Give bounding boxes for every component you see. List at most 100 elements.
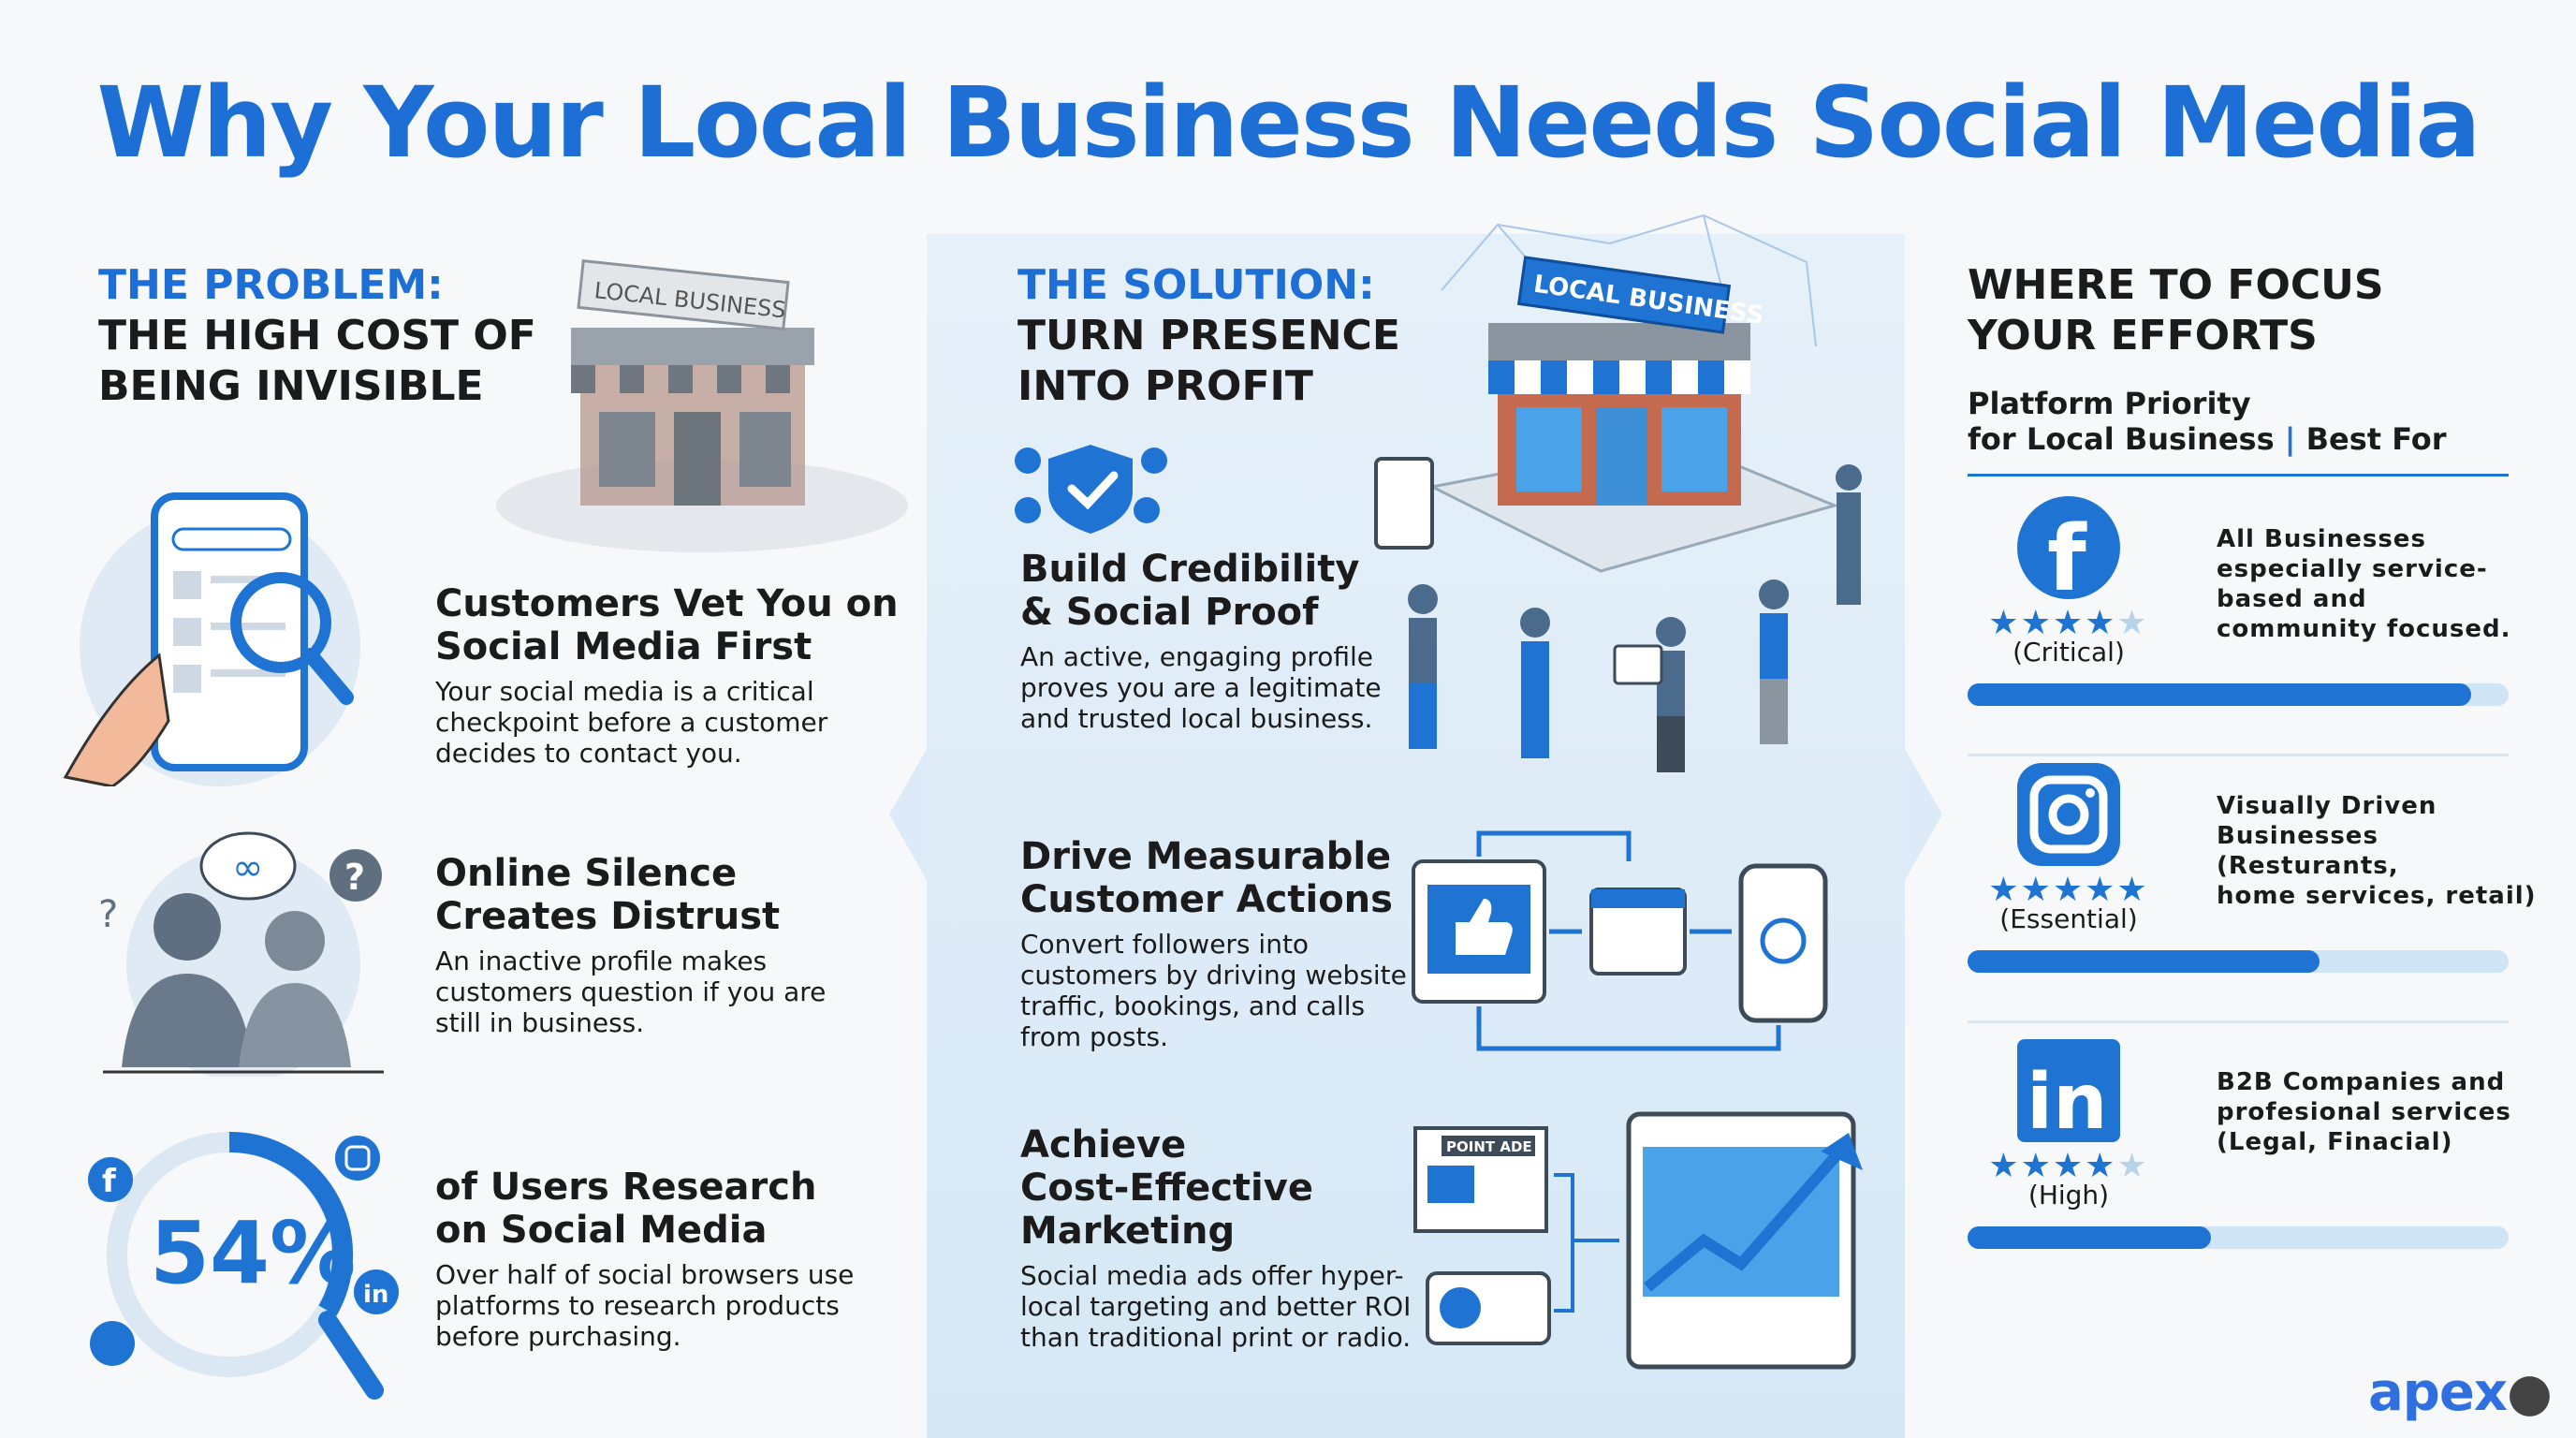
- solution-item-2: Drive Measurable Customer Actions Conver…: [1020, 835, 1407, 1052]
- facebook-icon: [88, 1157, 133, 1202]
- priority-label: (Critical): [2012, 637, 2125, 668]
- col-header: Platform Priority: [1968, 386, 2251, 421]
- linkedin-icon: in: [2017, 1039, 2120, 1142]
- best-for-line: (Resturants,: [2217, 852, 2399, 880]
- focus-header: WHERE TO FOCUS YOUR EFFORTS: [1968, 260, 2384, 361]
- header-rule: [1968, 474, 2509, 477]
- star-icon: ★: [1988, 1147, 2021, 1185]
- svg-text:in: in: [363, 1281, 388, 1309]
- best-for-line: community focused.: [2217, 615, 2511, 643]
- facebook-icon: f: [2017, 496, 2120, 599]
- logo-text: apex: [2368, 1362, 2508, 1423]
- focus-title: YOUR EFFORTS: [1968, 312, 2318, 360]
- star-icon: ★: [1988, 871, 2021, 909]
- problem-item-2: Online Silence Creates Distrust An inact…: [435, 852, 826, 1038]
- confused-people-illustration: ∞ ? ?: [98, 831, 384, 1077]
- row-divider: [1968, 754, 2509, 756]
- ad-label: POINT ADE: [1446, 1138, 1532, 1155]
- col-header: for Local Business: [1968, 421, 2275, 457]
- page-title: Why Your Local Business Needs Social Med…: [96, 66, 2481, 180]
- item-heading: Achieve: [1020, 1123, 1187, 1167]
- svg-text:∞: ∞: [232, 846, 263, 889]
- star-icon: ★: [2052, 871, 2086, 909]
- problem-title: THE HIGH COST OF: [98, 312, 536, 360]
- item-body: local targeting and better ROI: [1020, 1291, 1412, 1322]
- item-body: customers by driving website: [1020, 960, 1407, 990]
- item-body: decides to contact you.: [435, 738, 742, 769]
- star-icon: ★: [2116, 604, 2149, 642]
- apex-logo: apex●: [2368, 1362, 2553, 1423]
- svg-text:?: ?: [344, 857, 365, 898]
- stat-ring: f in: [88, 1131, 399, 1400]
- star-icon: ★: [2020, 604, 2053, 642]
- credibility-shield-icon: [1015, 445, 1167, 534]
- best-for-line: home services, retail): [2217, 882, 2537, 910]
- item-body: customers question if you are: [435, 976, 827, 1007]
- item-heading: Marketing: [1020, 1210, 1236, 1253]
- svg-text:f: f: [102, 1163, 117, 1200]
- twitter-icon: [90, 1321, 135, 1366]
- item-heading: Drive Measurable: [1020, 835, 1392, 878]
- item-body: before purchasing.: [435, 1321, 681, 1352]
- item-heading: Online Silence: [435, 852, 738, 895]
- solution-item-3: Achieve Cost-Effective Marketing Social …: [1020, 1123, 1411, 1353]
- best-for-line: based and: [2217, 585, 2367, 613]
- item-body: checkpoint before a customer: [435, 707, 828, 738]
- item-heading: Social Media First: [435, 625, 812, 668]
- priority-label: (Essential): [1999, 903, 2138, 934]
- priority-bar: [1968, 683, 2509, 706]
- col-header: Best For: [2305, 421, 2447, 457]
- item-body: still in business.: [435, 1007, 645, 1038]
- priority-label: (High): [2027, 1180, 2110, 1211]
- problem-item-3: of Users Research on Social Media Over h…: [435, 1166, 854, 1352]
- item-heading: Customers Vet You on: [435, 582, 899, 625]
- priority-bar: [1968, 950, 2509, 973]
- stat-value: 54%: [150, 1203, 357, 1303]
- conversion-flow-illustration: [1412, 830, 1828, 1051]
- svg-text:?: ?: [98, 893, 118, 936]
- item-heading: Creates Distrust: [435, 895, 781, 938]
- item-body: Over half of social browsers use: [435, 1259, 855, 1290]
- logo-dot-icon: ●: [2506, 1362, 2553, 1423]
- best-for-line: profesional services: [2217, 1098, 2511, 1126]
- problem-title: BEING INVISIBLE: [98, 362, 484, 410]
- item-body: Convert followers into: [1020, 929, 1310, 960]
- item-heading: Customer Actions: [1020, 878, 1393, 921]
- item-body: proves you are a legitimate: [1020, 672, 1382, 703]
- item-body: than traditional print or radio.: [1020, 1322, 1412, 1353]
- focus-title: WHERE TO FOCUS: [1968, 261, 2384, 309]
- best-for-line: Businesses: [2217, 822, 2378, 850]
- problem-header: THE PROBLEM: THE HIGH COST OF BEING INVI…: [98, 260, 536, 412]
- closed-store-illustration: LOCAL BUSINESS: [496, 258, 908, 552]
- star-icon: ★: [2020, 1147, 2053, 1185]
- priority-bar-fill: [1968, 1226, 2212, 1249]
- separator: |: [2284, 421, 2296, 457]
- instagram-icon: [2017, 763, 2120, 866]
- item-body: Your social media is a critical: [435, 676, 814, 707]
- best-for-line: B2B Companies and: [2217, 1068, 2506, 1096]
- problem-item-1: Customers Vet You on Social Media First …: [435, 582, 899, 769]
- best-for-line: Visually Driven: [2217, 792, 2437, 820]
- star-icon: ★: [2020, 871, 2053, 909]
- best-for-line: especially service-: [2217, 555, 2488, 583]
- item-body: and trusted local business.: [1020, 703, 1373, 734]
- chevron-right: [1905, 749, 1942, 880]
- row-divider: [1968, 1020, 2509, 1023]
- item-body: traffic, bookings, and calls: [1020, 990, 1366, 1021]
- priority-bar-fill: [1968, 683, 2471, 706]
- item-body: An active, engaging profile: [1020, 641, 1374, 672]
- star-icon: ★: [1988, 604, 2021, 642]
- solution-header: THE SOLUTION: TURN PRESENCE INTO PROFIT: [1017, 260, 1400, 412]
- rating-stars: ★★★★★: [1975, 1147, 2162, 1185]
- solution-item-1: Build Credibility & Social Proof An acti…: [1020, 548, 1382, 734]
- chevron-left: [889, 749, 927, 880]
- rating-stars: ★★★★★: [1975, 604, 2162, 642]
- star-icon: ★: [2116, 871, 2149, 909]
- problem-kicker: THE PROBLEM:: [98, 261, 444, 309]
- rating-stars: ★★★★★: [1975, 871, 2162, 909]
- best-for-line: (Legal, Finacial): [2217, 1128, 2453, 1156]
- svg-text:f: f: [2047, 506, 2087, 599]
- item-body: An inactive profile makes: [435, 946, 768, 976]
